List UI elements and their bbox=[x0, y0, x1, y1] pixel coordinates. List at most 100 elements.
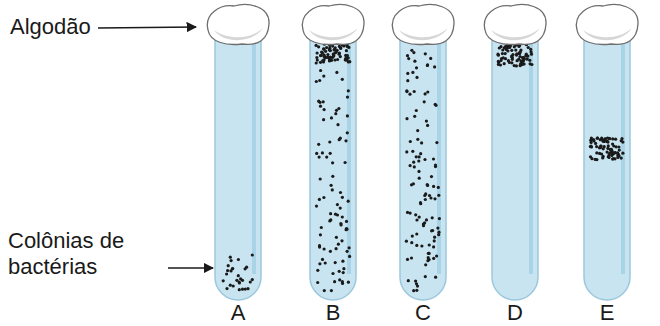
bacteria-dot bbox=[412, 289, 415, 292]
bacteria-dot bbox=[333, 280, 336, 283]
bacteria-dot bbox=[319, 69, 322, 72]
bacteria-dot bbox=[426, 184, 429, 187]
bacteria-dot bbox=[238, 281, 241, 284]
tube-letter: D bbox=[507, 300, 523, 326]
bacteria-dot bbox=[432, 245, 435, 248]
bacteria-dot bbox=[334, 261, 337, 264]
bacteria-dot bbox=[414, 213, 417, 216]
bacteria-dot bbox=[529, 48, 532, 51]
bacteria-dot bbox=[437, 186, 440, 189]
bacteria-dot bbox=[432, 257, 435, 260]
tube-shine bbox=[437, 32, 441, 274]
bacteria-dot bbox=[417, 159, 420, 162]
bacteria-dot bbox=[434, 276, 437, 279]
bacteria-dot bbox=[318, 79, 321, 82]
bacteria-dot bbox=[318, 262, 321, 265]
bacteria-dot bbox=[346, 44, 349, 47]
bacteria-dot bbox=[320, 50, 323, 53]
bacteria-dot bbox=[423, 221, 426, 224]
bacteria-dot bbox=[237, 258, 240, 261]
bacteria-dot bbox=[318, 156, 321, 159]
bacteria-dot bbox=[620, 139, 623, 142]
cotton-shade bbox=[491, 28, 540, 40]
leader-line bbox=[168, 267, 213, 269]
bacteria-dot bbox=[315, 80, 318, 83]
bacteria-dot bbox=[328, 140, 331, 143]
bacteria-dot bbox=[405, 117, 408, 120]
bacteria-dot bbox=[409, 140, 412, 143]
bacteria-dot bbox=[237, 274, 240, 277]
bacteria-dot bbox=[430, 175, 433, 178]
bacteria-dot bbox=[499, 45, 502, 48]
bacteria-dot bbox=[611, 143, 614, 146]
part-label: Algodão bbox=[10, 14, 130, 40]
bacteria-dot bbox=[424, 92, 427, 95]
bacteria-dot bbox=[333, 58, 336, 61]
bacteria-dot bbox=[503, 62, 506, 65]
bacteria-dot bbox=[413, 115, 416, 118]
bacteria-dot bbox=[415, 155, 418, 158]
bacteria-dot bbox=[331, 175, 334, 178]
bacteria-dot bbox=[319, 105, 322, 108]
bacteria-dot bbox=[346, 250, 349, 253]
bacteria-dot bbox=[315, 205, 318, 208]
bacteria-dot bbox=[519, 63, 522, 66]
bacteria-dot bbox=[329, 152, 332, 155]
bacteria-dot bbox=[613, 157, 616, 160]
bacteria-dot bbox=[230, 259, 233, 262]
bacteria-dot bbox=[411, 235, 414, 238]
bacteria-dot bbox=[434, 164, 437, 167]
bacteria-dot bbox=[594, 142, 597, 145]
bacteria-dot bbox=[338, 278, 341, 281]
bacteria-dot bbox=[222, 279, 225, 282]
bacteria-dot bbox=[417, 170, 420, 173]
bacteria-dot bbox=[415, 218, 418, 221]
bacteria-dot bbox=[323, 55, 326, 58]
bacteria-dot bbox=[232, 284, 235, 287]
cotton-shade bbox=[214, 28, 263, 40]
bacteria-dot bbox=[315, 44, 318, 47]
bacteria-dot bbox=[598, 146, 601, 149]
bacteria-dot bbox=[329, 212, 332, 215]
bacteria-dot bbox=[433, 197, 436, 200]
bacteria-dot bbox=[426, 63, 429, 66]
bacteria-dot bbox=[519, 64, 522, 67]
bacteria-dot bbox=[335, 109, 338, 112]
bacteria-dot bbox=[406, 79, 409, 82]
bacteria-dot bbox=[338, 270, 341, 273]
bacteria-dot bbox=[621, 152, 624, 155]
tube-shine bbox=[529, 32, 533, 274]
bacteria-dot bbox=[346, 96, 349, 99]
bacteria-dot bbox=[345, 228, 348, 231]
bacteria-dot bbox=[316, 51, 319, 54]
test-tube bbox=[492, 28, 538, 300]
bacteria-dot bbox=[231, 267, 234, 270]
bacteria-dot bbox=[347, 56, 350, 59]
bacteria-dot bbox=[339, 222, 342, 225]
bacteria-dot bbox=[323, 247, 326, 250]
bacteria-dot bbox=[611, 137, 614, 140]
bacteria-dot bbox=[323, 108, 326, 111]
bacteria-dot bbox=[424, 263, 427, 266]
bacteria-dot bbox=[516, 59, 519, 62]
cotton-plug bbox=[207, 5, 269, 45]
bacteria-dot bbox=[436, 227, 439, 230]
bacteria-dot bbox=[244, 267, 247, 270]
bacteria-dot bbox=[412, 161, 415, 164]
bacteria-dot bbox=[434, 103, 437, 106]
bacteria-dot bbox=[424, 192, 427, 195]
bacteria-dot bbox=[345, 49, 348, 52]
bacteria-dot bbox=[432, 157, 435, 160]
bacteria-dot bbox=[335, 71, 338, 74]
bacteria-dot bbox=[334, 112, 337, 115]
bacteria-dot bbox=[526, 55, 529, 58]
bacteria-dot bbox=[496, 53, 499, 56]
bacteria-dot bbox=[510, 61, 513, 64]
tube-shine bbox=[621, 32, 625, 274]
bacteria-dot bbox=[318, 101, 321, 104]
bacteria-dot bbox=[316, 269, 319, 272]
bacteria-dot bbox=[344, 54, 347, 57]
bacteria-dot bbox=[428, 194, 431, 197]
bacteria-dot bbox=[335, 247, 338, 250]
bacteria-dot bbox=[606, 141, 609, 144]
